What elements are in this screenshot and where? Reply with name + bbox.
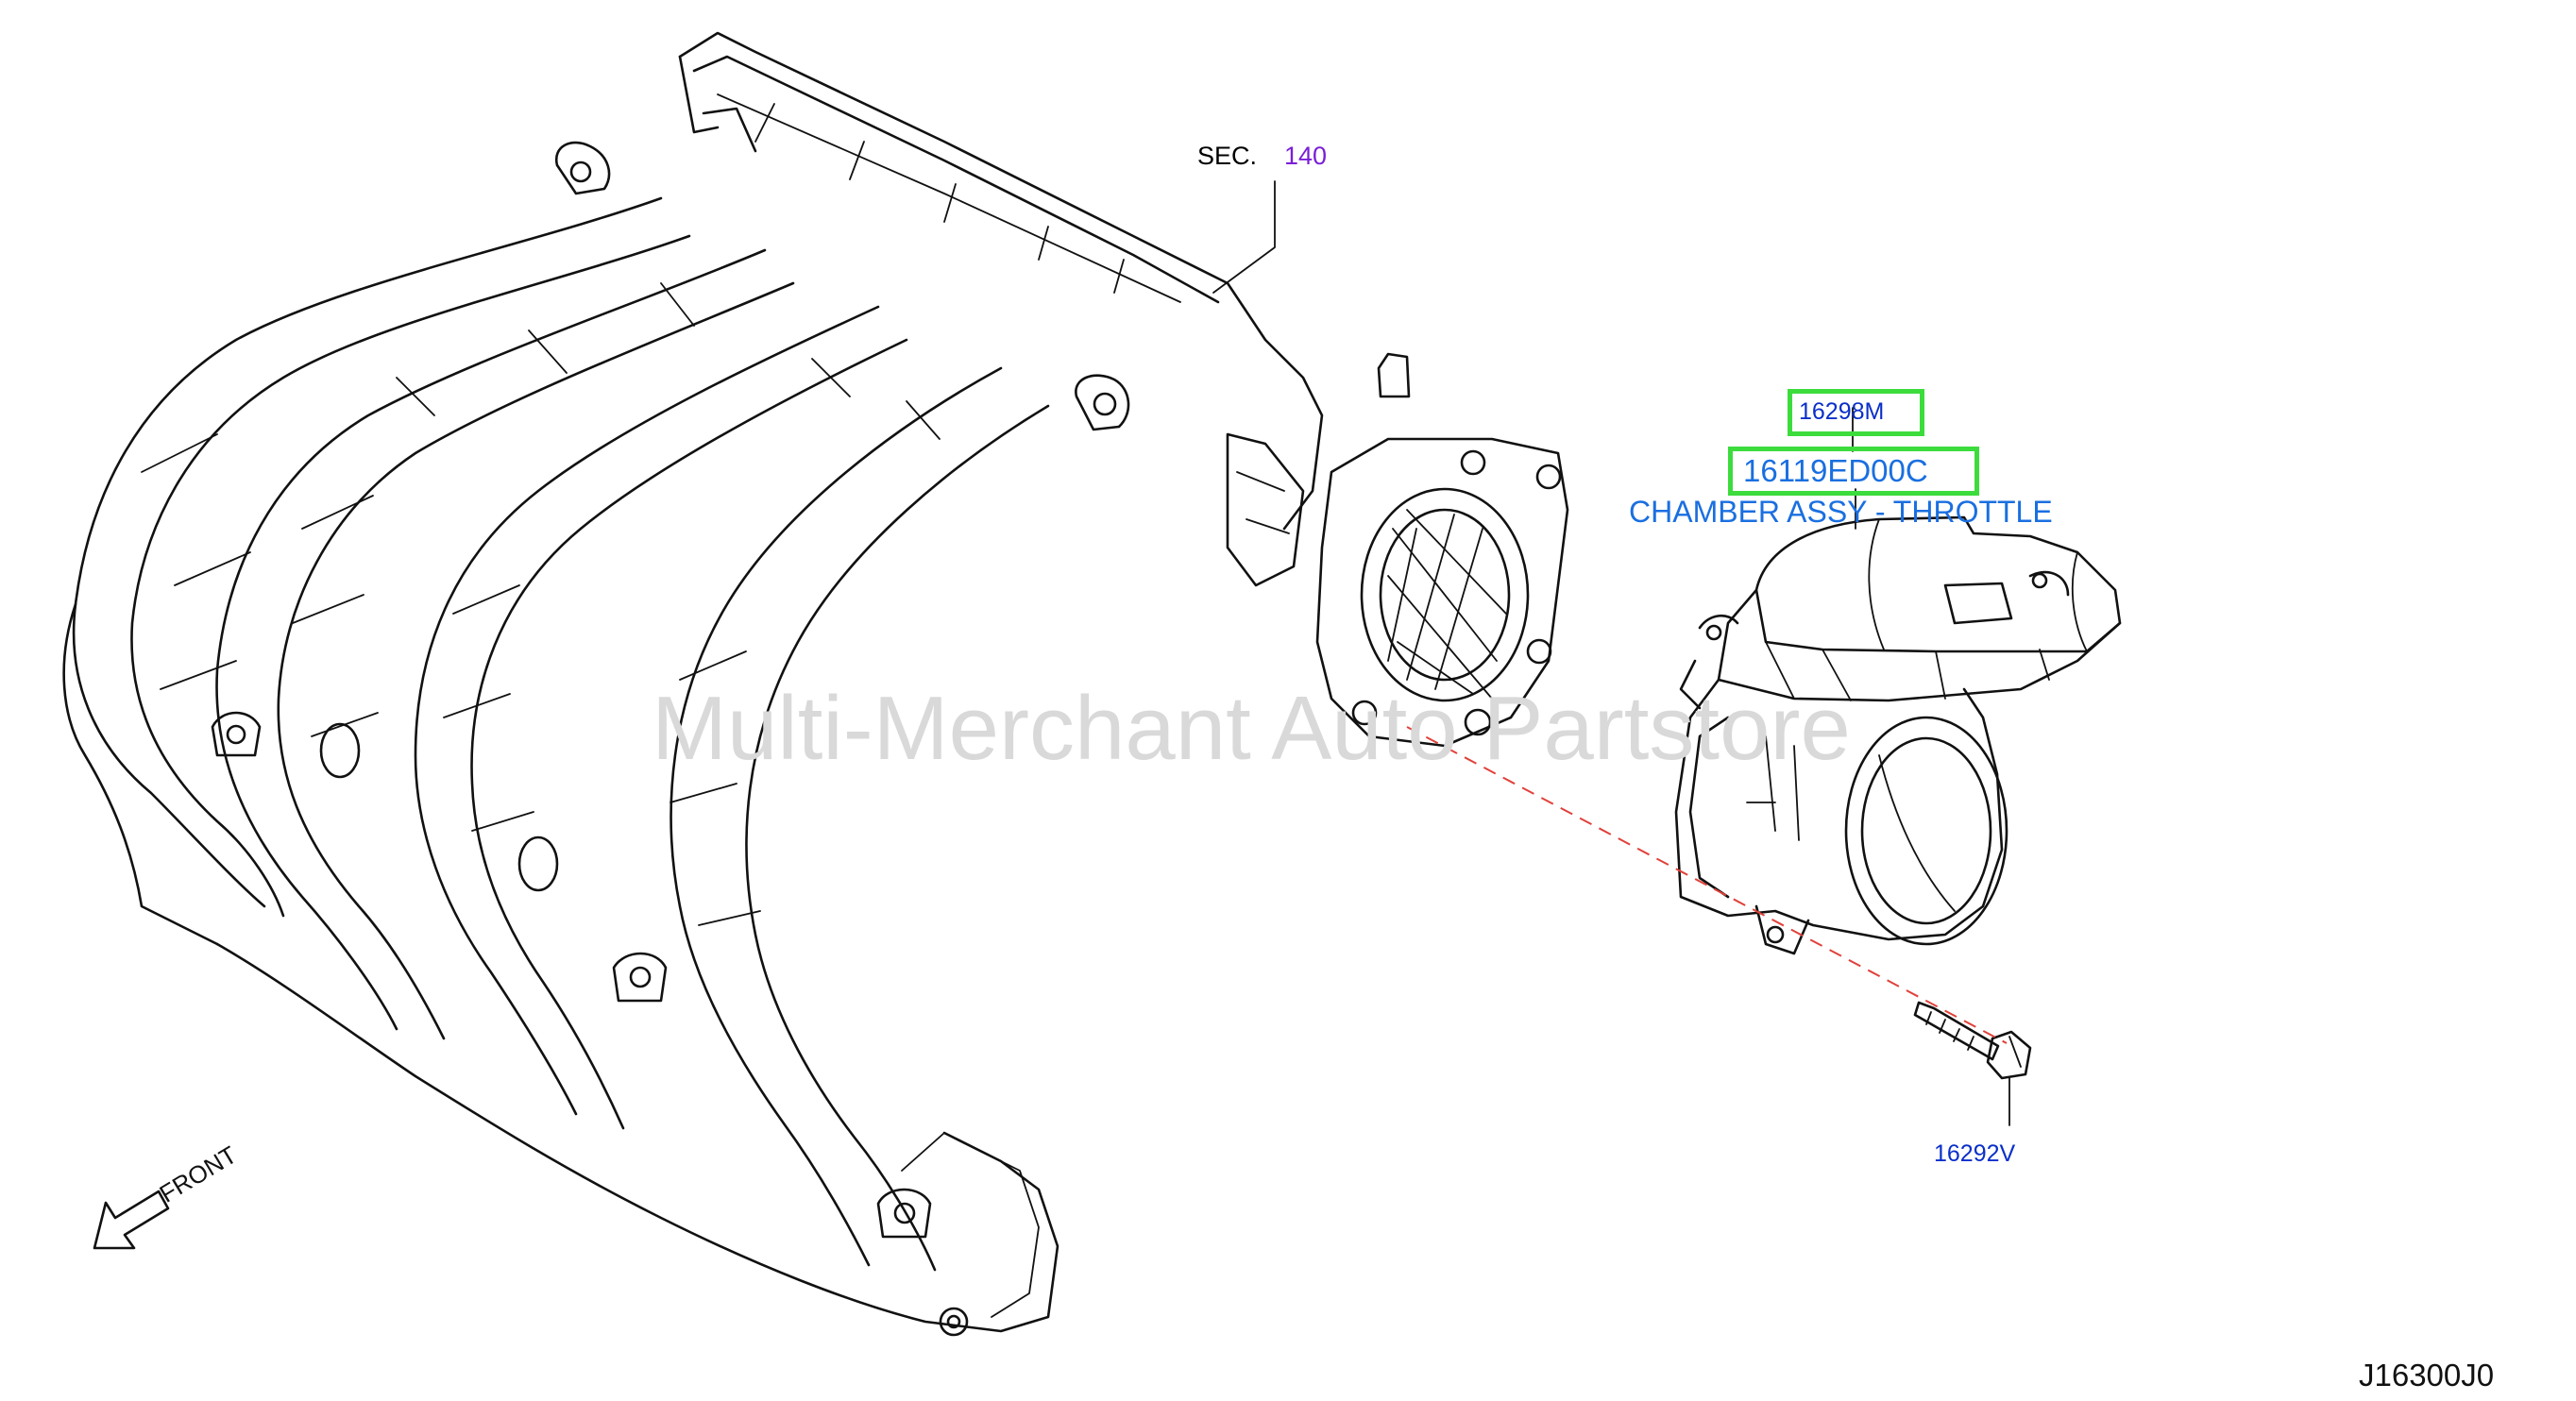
part-a-number[interactable]: 16298M xyxy=(1799,398,1885,425)
drawing-id: J16300J0 xyxy=(2359,1358,2495,1393)
assembly-dashed-line xyxy=(1406,726,2008,1044)
part-c-number[interactable]: 16292V xyxy=(1934,1140,2016,1167)
manifold-bosses xyxy=(211,711,932,1239)
part-a-highlight xyxy=(1788,389,1924,436)
throttle-chamber xyxy=(1674,515,2122,955)
part-b-number[interactable]: 16119ED00C xyxy=(1743,453,1928,488)
manifold-throttle-flange xyxy=(1226,352,1569,748)
watermark-text: Multi-Merchant Auto Partstore xyxy=(652,678,1851,779)
intake-manifold xyxy=(62,31,1569,1337)
part-b-highlight xyxy=(1728,447,1979,496)
part-b-description: CHAMBER ASSY - THROTTLE xyxy=(1629,495,2053,529)
sec-leader-line xyxy=(1212,180,1276,294)
section-ref-label: SEC. xyxy=(1197,142,1258,170)
section-ref-number[interactable]: 140 xyxy=(1284,142,1328,170)
bolt xyxy=(1913,1001,2032,1080)
front-arrow-icon xyxy=(93,1190,170,1250)
